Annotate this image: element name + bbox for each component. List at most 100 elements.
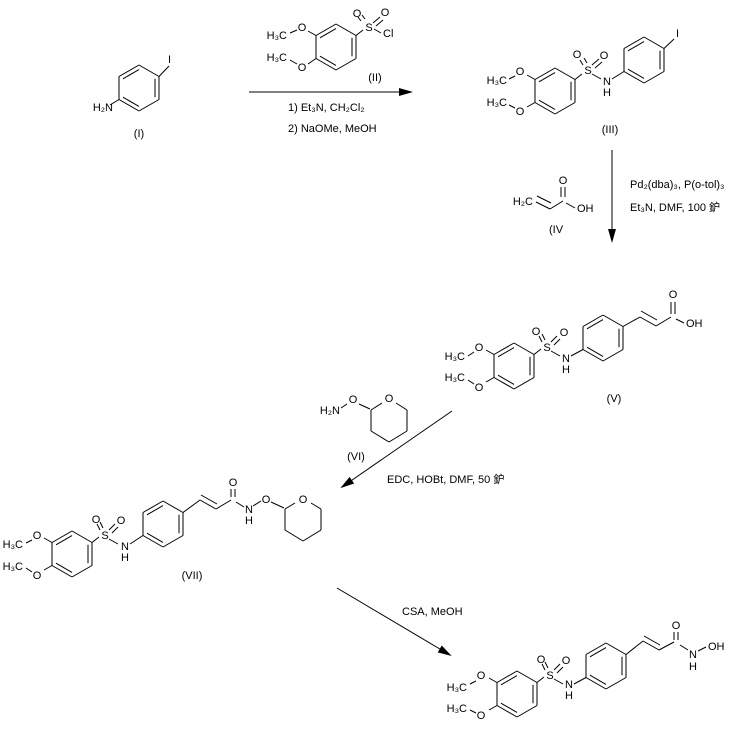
bond: [289, 59, 298, 65]
atom-label: O: [262, 494, 271, 506]
bond: [199, 499, 217, 510]
bond: [627, 68, 645, 79]
atom-label: O: [516, 106, 525, 118]
bond: [541, 663, 546, 671]
bond: [643, 36, 665, 49]
reaction-conditions: 2) NaOMe, MeOH: [288, 123, 377, 135]
bond: [538, 72, 556, 83]
atom-label: H₃C: [445, 372, 465, 384]
bond: [570, 349, 584, 357]
bond: [129, 535, 144, 545]
bond: [534, 102, 556, 115]
bond: [508, 75, 516, 80]
bond: [550, 350, 561, 357]
bond: [71, 565, 93, 578]
bond: [605, 677, 627, 690]
reaction-conditions: EDC, HOBt, DMF, 50 鈩: [387, 472, 504, 486]
atom-label: H: [603, 87, 611, 99]
bond: [162, 500, 184, 513]
atom-label: OH: [686, 318, 703, 330]
bond: [497, 347, 515, 358]
bond: [467, 379, 475, 385]
atom-label: O: [298, 62, 307, 74]
atom-label: H₃C: [447, 682, 467, 694]
bond: [142, 500, 164, 513]
bond: [526, 102, 536, 108]
bond: [496, 670, 518, 683]
bond: [361, 14, 366, 20]
atom-label: O: [477, 670, 486, 682]
arrow-step4: [336, 587, 452, 657]
bond: [43, 537, 53, 543]
bond: [526, 74, 536, 80]
bond: [357, 16, 362, 22]
bond: [319, 55, 337, 66]
atom-label: O: [669, 289, 678, 301]
atom-label: H₃C: [267, 52, 287, 64]
bond: [697, 646, 707, 652]
bond: [109, 99, 120, 106]
bond: [372, 16, 381, 24]
atom-label: H₂C: [513, 196, 533, 208]
atom-label: O: [33, 530, 42, 542]
bond: [553, 663, 561, 671]
atom-label: O: [298, 22, 307, 34]
atom-label: O: [475, 342, 484, 354]
atom-label: H: [562, 364, 570, 376]
bond: [307, 30, 317, 36]
bond: [496, 705, 518, 718]
atom-label: S: [543, 342, 550, 354]
bond: [623, 36, 645, 49]
bond: [553, 678, 564, 685]
atom-label: O: [299, 494, 308, 506]
reaction-conditions: CSA, MeOH: [402, 606, 463, 618]
atom-label: H₃C: [267, 30, 287, 42]
bond: [585, 677, 607, 690]
bond: [643, 635, 661, 646]
atom-label: O: [349, 394, 358, 406]
bond: [591, 58, 600, 66]
bond: [594, 61, 603, 69]
bond: [536, 195, 552, 204]
bond: [544, 661, 549, 669]
bond: [493, 342, 515, 355]
bond: [99, 521, 104, 529]
bond: [642, 640, 660, 651]
bond: [549, 200, 564, 210]
structure-label: (I): [134, 128, 144, 140]
bond: [625, 640, 644, 655]
atom-label: H: [565, 690, 573, 702]
atom-label: O: [559, 175, 568, 187]
bond: [51, 565, 73, 578]
atom-label: H₃C: [447, 703, 467, 715]
atom-label: N: [562, 353, 570, 365]
structure-label: (III): [602, 124, 619, 136]
bond: [485, 349, 495, 355]
bond: [538, 99, 556, 110]
bond: [25, 567, 33, 573]
bond: [556, 666, 564, 674]
bond: [370, 430, 390, 443]
bond: [158, 65, 170, 77]
bond: [138, 99, 160, 112]
atom-label: O: [477, 710, 486, 722]
bond: [370, 402, 383, 411]
atom-label: O: [672, 620, 681, 632]
atom-label: H₃C: [3, 561, 23, 573]
atom-label: H₃C: [487, 75, 507, 87]
bond: [142, 535, 164, 548]
atom-label: H₂N: [320, 405, 340, 417]
bond: [71, 530, 93, 543]
bond: [319, 28, 337, 39]
structure-label: (IV: [549, 224, 564, 236]
bond: [388, 430, 408, 443]
atom-label: O: [92, 514, 101, 526]
bond: [655, 316, 672, 327]
atom-label: O: [229, 477, 238, 489]
bond: [302, 529, 322, 542]
bond: [118, 99, 140, 112]
